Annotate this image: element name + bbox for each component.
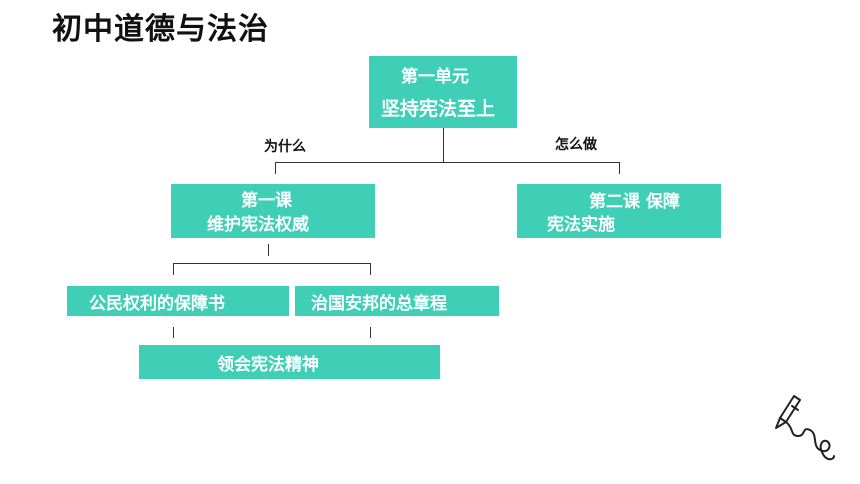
lesson1-line2: 维护宪法权威 xyxy=(207,215,309,235)
topic2-text: 治国安邦的总章程 xyxy=(311,294,447,314)
topic1-box: 公民权利的保障书 xyxy=(67,286,289,316)
topic1-text: 公民权利的保障书 xyxy=(89,294,225,314)
lesson1-box: 第一课 维护宪法权威 xyxy=(171,184,375,238)
topic3-box: 领会宪法精神 xyxy=(139,345,440,379)
connector-topic1-bottom xyxy=(173,327,174,338)
connector-horizontal-top xyxy=(275,162,620,163)
lesson1-line1: 第一课 xyxy=(241,191,292,211)
lesson2-box: 第二课 保障 宪法实施 xyxy=(517,184,721,238)
connector-topic1-drop xyxy=(173,263,174,275)
connector-topics-horizontal xyxy=(173,263,371,264)
unit-box: 第一单元 坚持宪法至上 xyxy=(369,56,517,128)
pen-icon xyxy=(775,395,835,461)
page-title: 初中道德与法治 xyxy=(52,12,269,47)
connector-left-drop xyxy=(275,162,276,174)
topic2-box: 治国安邦的总章程 xyxy=(295,286,499,316)
connector-lesson1-drop xyxy=(268,244,269,256)
connector-topic2-drop xyxy=(370,263,371,275)
connector-topic2-bottom xyxy=(370,327,371,338)
lesson2-line1: 第二课 保障 xyxy=(589,192,680,212)
label-why: 为什么 xyxy=(264,139,306,155)
lesson2-line2: 宪法实施 xyxy=(547,215,615,235)
connector-vertical-main xyxy=(443,128,444,162)
topic3-text: 领会宪法精神 xyxy=(217,355,319,375)
unit-line2: 坚持宪法至上 xyxy=(381,98,496,120)
label-how: 怎么做 xyxy=(555,137,597,153)
connector-right-drop xyxy=(619,162,620,174)
unit-line1: 第一单元 xyxy=(401,67,469,87)
